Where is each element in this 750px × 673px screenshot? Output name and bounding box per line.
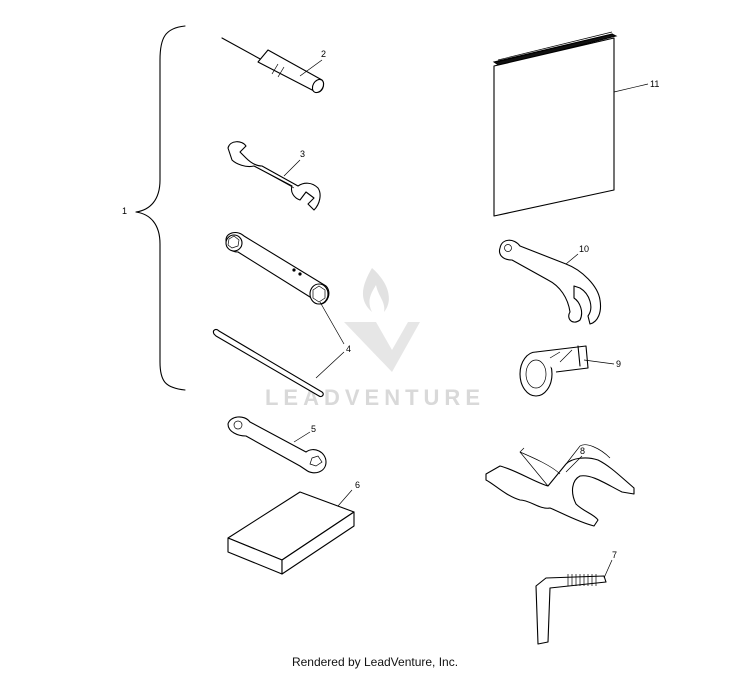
callout-5: 5 <box>311 424 316 434</box>
open-end-wrench-part <box>227 141 321 211</box>
watermark: LEADVENTURE <box>265 268 485 410</box>
callout-10: 10 <box>579 244 589 254</box>
allen-key-part <box>535 574 607 645</box>
callout-1: 1 <box>122 206 127 216</box>
callout-labels: 1 2 3 4 5 6 7 8 9 10 11 <box>122 49 659 560</box>
tommy-bar-part <box>212 329 324 398</box>
callout-7: 7 <box>612 550 617 560</box>
socket-wrench-part <box>225 231 330 305</box>
callout-11: 11 <box>650 79 659 89</box>
kit-brace <box>135 25 186 391</box>
callout-3: 3 <box>300 149 305 159</box>
callout-8: 8 <box>580 446 585 456</box>
leader-lines <box>283 59 649 579</box>
callout-9: 9 <box>616 359 621 369</box>
watermark-text: LEADVENTURE <box>265 385 485 410</box>
screwdriver-part <box>221 37 325 94</box>
callout-2: 2 <box>321 49 326 59</box>
tape-roll-part <box>519 345 589 397</box>
block-part <box>227 491 355 575</box>
hook-spanner-part <box>498 239 602 325</box>
render-credit: Rendered by LeadVenture, Inc. <box>291 655 459 669</box>
combination-wrench-part <box>227 416 327 474</box>
owners-manual-part <box>492 31 618 217</box>
leadventure-logo-icon <box>344 268 420 372</box>
holder-part <box>485 444 635 527</box>
callout-4: 4 <box>346 344 351 354</box>
callout-6: 6 <box>355 480 360 490</box>
